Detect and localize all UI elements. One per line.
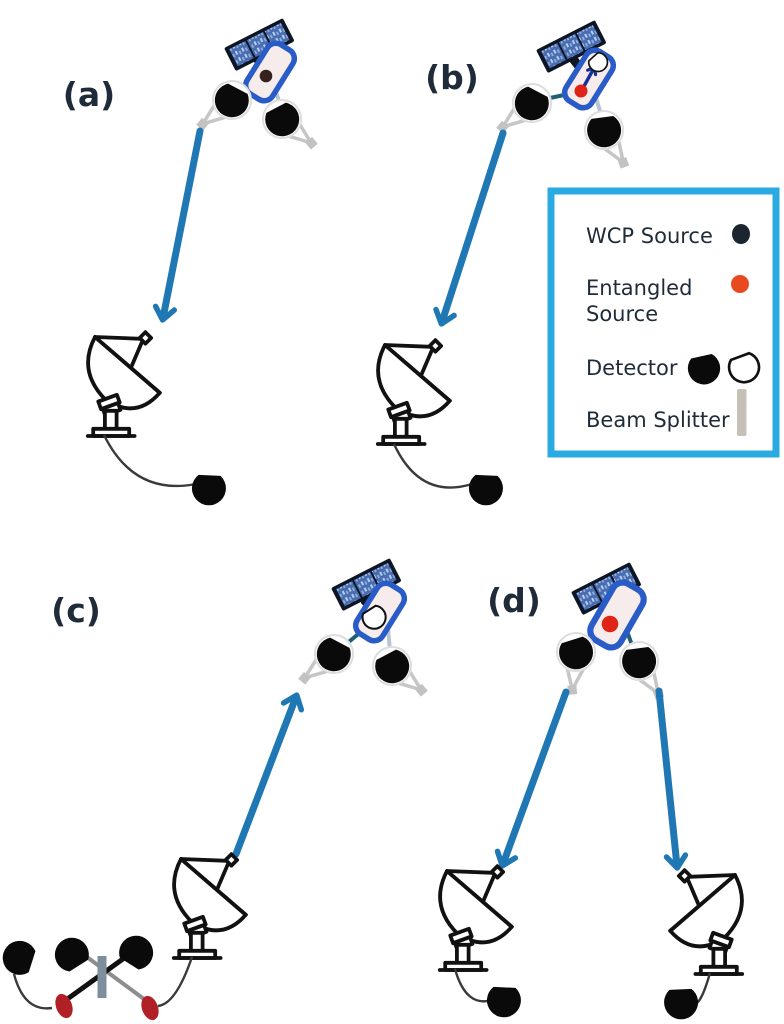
- ground-station-d-right: [660, 868, 745, 1024]
- satellite-c: [292, 558, 433, 710]
- satellite-b: [490, 20, 636, 176]
- ground-station-b: [375, 338, 507, 510]
- ground-dish-icon: [171, 852, 248, 960]
- ground-station-c: [157, 852, 248, 1008]
- fiber-cable: [12, 973, 53, 1010]
- beam-splitter-icon: [97, 956, 107, 998]
- panel-b-label: (b): [425, 58, 479, 97]
- telescope-icon: [555, 631, 598, 695]
- panel-d: (d): [437, 562, 745, 1024]
- wcp-source-dot: [732, 224, 750, 244]
- bsm-detector-icon: [115, 930, 158, 973]
- legend-box: WCP Source Entangled Source Detector Bea…: [547, 187, 780, 458]
- telescope-icon: [580, 106, 637, 176]
- ground-station-a: [85, 330, 230, 510]
- bsm-source-dot: [55, 993, 73, 1019]
- panel-b: (b): [375, 20, 636, 510]
- panel-c-label: (c): [51, 591, 101, 630]
- panel-c: (c): [0, 558, 434, 1021]
- downlink-arrow-b: [433, 129, 507, 327]
- ground-detector-icon: [483, 981, 525, 1022]
- legend-item-label: Beam Splitter: [586, 408, 730, 432]
- entangled-source-dot: [574, 84, 588, 98]
- ground-dish-icon: [668, 868, 745, 976]
- beam-splitter-icon: [737, 389, 747, 436]
- downlink-arrow-d-left: [494, 688, 570, 869]
- satellite-a: [190, 18, 323, 163]
- wcp-source-dot: [259, 69, 273, 83]
- telescope-icon: [365, 639, 433, 710]
- ground-dish-icon: [437, 864, 514, 972]
- bsm-source-dot: [141, 995, 159, 1021]
- fiber-cable: [102, 434, 197, 488]
- downlink-arrow-d-right: [655, 687, 689, 871]
- ground-detector-icon: [188, 469, 230, 510]
- legend-item-label: Detector: [586, 356, 678, 380]
- legend-item-label: WCP Source: [586, 224, 713, 248]
- entangled-source-dot: [601, 615, 619, 633]
- entangled-source-dot: [731, 275, 749, 293]
- fiber-cable: [157, 956, 194, 1008]
- fiber-cable: [453, 968, 493, 1003]
- legend-item-label: Entangled: [586, 276, 692, 300]
- photon-pair-arrow: [581, 65, 598, 89]
- bsm-detector-icon: [0, 934, 42, 981]
- ground-detector-icon: [465, 469, 507, 510]
- ground-station-d-left: [437, 864, 525, 1022]
- ground-detector-icon: [660, 983, 702, 1024]
- uplink-arrow-c: [232, 692, 305, 858]
- fiber-cable: [392, 443, 473, 489]
- panel-d-label: (d): [487, 581, 541, 620]
- panel-a-label: (a): [63, 75, 115, 114]
- satellite-d: [555, 562, 671, 707]
- legend-item-label: Source: [586, 302, 658, 326]
- ground-dish-icon: [85, 330, 162, 438]
- panel-a: (a): [63, 18, 324, 510]
- bell-state-measurement: [0, 930, 159, 1021]
- downlink-arrow-a: [152, 127, 204, 323]
- bsm-detector-icon: [50, 932, 93, 975]
- ground-dish-icon: [375, 338, 452, 446]
